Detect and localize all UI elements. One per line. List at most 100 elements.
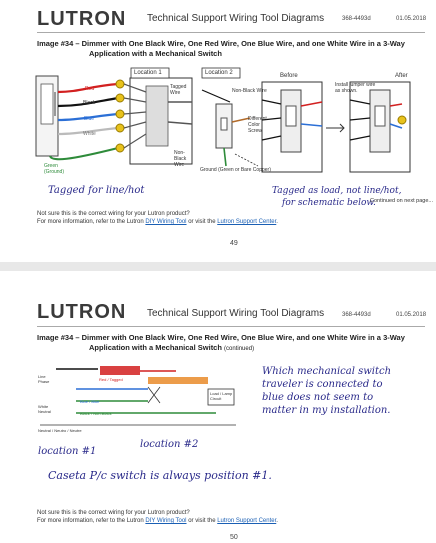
after-box: [349, 81, 411, 173]
black-schematic-label: Black / Non-Black: [80, 411, 112, 416]
load-box: [207, 388, 235, 406]
ground-note-label: Ground (Green or Bare Copper): [200, 167, 271, 173]
footer-middle: or visit the: [188, 219, 216, 225]
continued-label: Continued on next page...: [370, 198, 433, 204]
image-title: Image #34 – Dimmer with One Black Wire, …: [37, 39, 405, 59]
doc-number: 368-4493d: [342, 312, 371, 318]
blue-lead: [57, 112, 119, 122]
image-title-line2: Application with a Mechanical Switch (co…: [89, 343, 405, 354]
red-lead: [57, 82, 119, 94]
before-wires: [261, 99, 282, 141]
before-label: Before: [280, 73, 298, 79]
box-interior: [145, 85, 169, 147]
after-blue: [389, 123, 403, 129]
location2-label-box: [201, 67, 241, 79]
dimmer-paddle: [40, 83, 54, 125]
lutron-logo: LUTRON: [37, 8, 127, 30]
green-lead: [49, 147, 119, 161]
location2-label: Location 2: [205, 70, 233, 76]
switch-cross: [147, 386, 161, 404]
image-title-line2: Application with a Mechanical Switch: [89, 49, 222, 58]
location1-label-box: [130, 67, 170, 79]
doc-date: 01.05.2018: [396, 16, 427, 22]
page-number: 50: [230, 534, 238, 541]
header-title: Technical Support Wiring Tool Diagrams: [147, 308, 325, 319]
handwritten-note-4: matter in my installation.: [262, 405, 391, 416]
arrow-before-after: [326, 123, 345, 133]
header-rule: [37, 326, 425, 327]
wiring-schematic: [40, 366, 236, 426]
handwritten-note-1: Which mechanical switch: [262, 366, 392, 377]
image-title: Image #34 – Dimmer with One Black Wire, …: [37, 333, 405, 354]
footer-prefix: For more information, refer to the Lutro…: [37, 518, 144, 524]
red-schematic-label: Red / Tagged: [99, 377, 123, 382]
blue-label: Blue: [84, 116, 95, 122]
black-label: Black: [83, 100, 96, 106]
diy-wiring-tool-link[interactable]: DIY Wiring Tool: [145, 219, 187, 225]
different-color-screw-wire: [231, 117, 251, 123]
after-toggle: [374, 105, 386, 127]
footer: Not sure this is the correct wiring for …: [37, 210, 278, 226]
wire-nut: [115, 109, 125, 119]
dashed-arrow: [234, 153, 259, 167]
image-title-line1: Image #34 – Dimmer with One Black Wire, …: [37, 333, 405, 342]
handwritten-note-2: traveler is connected to: [262, 379, 383, 390]
handwritten-note-left: Tagged for line/hot: [48, 185, 145, 196]
footer-line1: Not sure this is the correct wiring for …: [37, 510, 190, 516]
red-label: Red: [85, 86, 95, 92]
wire-nut: [115, 79, 125, 89]
green-ground-label: Green (Ground): [44, 163, 65, 175]
non-black-wire: [201, 89, 231, 103]
different-color-screw-label: Different Color Screw: [248, 116, 267, 134]
cable-out: [167, 101, 193, 125]
wire-nut: [115, 93, 125, 103]
location1-label: Location 1: [134, 70, 162, 76]
switch-toggle: [220, 117, 228, 131]
doc-date: 01.05.2018: [396, 312, 427, 318]
continued-tag: (continued): [224, 346, 255, 352]
page-50: LUTRON Technical Support Wiring Tool Dia…: [0, 271, 436, 543]
support-center-link[interactable]: Lutron Support Center: [217, 219, 277, 225]
footer: Not sure this is the correct wiring for …: [37, 509, 278, 525]
footer-prefix: For more information, refer to the Lutro…: [37, 219, 144, 225]
before-box: [261, 81, 323, 173]
blue-schematic-label: Blue / Blue: [80, 399, 100, 404]
header-rule: [37, 32, 425, 33]
footer-line2: For more information, refer to the Lutro…: [37, 518, 278, 524]
black-lead: [57, 96, 119, 108]
non-black-wire-label-2: Non-Black Wire: [174, 150, 187, 168]
wire-nut: [115, 143, 125, 153]
handwritten-caseta: Caseta P/c switch is always position #1.: [48, 469, 272, 482]
support-center-link[interactable]: Lutron Support Center: [217, 518, 277, 524]
dimmer-slider: [54, 92, 56, 116]
load-label: Load / Lamp Circuit: [210, 391, 233, 401]
image-title-line2-text: Application with a Mechanical Switch: [89, 343, 222, 352]
red-tagged-block: [100, 366, 140, 375]
handwritten-note-3: blue does not seem to: [262, 392, 374, 403]
footer-line1: Not sure this is the correct wiring for …: [37, 211, 190, 217]
before-red: [300, 101, 323, 107]
footer-middle: or visit the: [188, 518, 216, 524]
wiring-diagram: [35, 67, 411, 173]
after-red: [389, 103, 403, 107]
handwritten-location1: location #1: [38, 446, 97, 457]
line-phase-label: Line Phase: [38, 374, 50, 384]
page-number: 49: [230, 240, 238, 247]
wire-bundle: [123, 83, 147, 149]
footer-line2: For more information, refer to the Lutro…: [37, 219, 278, 225]
white-label: White: [83, 131, 96, 137]
before-toggle: [285, 105, 297, 127]
diy-wiring-tool-link[interactable]: DIY Wiring Tool: [145, 518, 187, 524]
install-jumper-label: Install jumper wire as shown.: [335, 82, 376, 94]
white-lead: [57, 126, 119, 136]
handwritten-location2: location #2: [140, 439, 199, 450]
page-gap: [0, 262, 436, 271]
handwritten-note-right-2: for schematic below.: [282, 198, 376, 208]
doc-number: 368-4493d: [342, 16, 371, 22]
white-neutral-label: White Neutral: [38, 404, 51, 414]
image-title-line1: Image #34 – Dimmer with One Black Wire, …: [37, 39, 405, 48]
tagged-wire-label: Tagged Wire: [170, 84, 187, 96]
jumper-wire-nut: [397, 115, 407, 125]
after-wires: [349, 99, 371, 141]
before-blue: [300, 123, 323, 127]
